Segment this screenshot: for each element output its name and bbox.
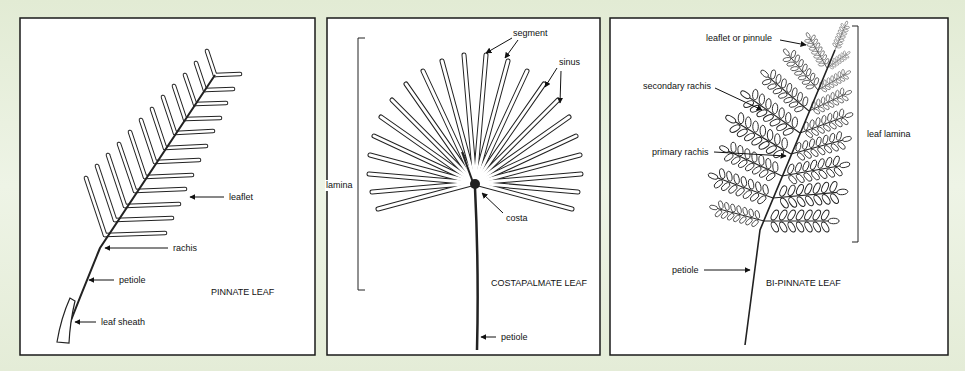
costapalmate-leaf-drawing xyxy=(369,55,581,209)
leader-arrow xyxy=(89,280,114,281)
bipinnate-leaf-drawing xyxy=(815,66,854,95)
pinnate-leaf-drawing xyxy=(57,298,75,343)
leader-arrow xyxy=(486,38,512,53)
bipinnate-leaf-drawing xyxy=(755,63,816,119)
bipinnate-leaf-drawing xyxy=(772,179,849,210)
leader-arrow xyxy=(505,40,518,58)
part-label: costa xyxy=(505,213,529,224)
bipinnate-leaf-drawing xyxy=(824,48,852,72)
leader-arrow xyxy=(545,68,557,87)
part-label: leaflet or pinnule xyxy=(705,33,773,44)
part-label: segment xyxy=(512,28,549,39)
costapalmate-leaf-drawing xyxy=(358,38,365,290)
leader-arrow xyxy=(714,152,786,156)
part-label: leaflet xyxy=(228,192,254,203)
part-label: petiole xyxy=(500,332,529,343)
leader-arrow xyxy=(75,322,96,323)
leader-arrow xyxy=(715,88,762,110)
leader-arrow xyxy=(75,38,806,337)
bipinnate-leaf-drawing xyxy=(797,105,856,141)
leader-arrow xyxy=(780,40,806,45)
costapalmate-leaf-drawing xyxy=(475,188,478,350)
leader-arrow xyxy=(105,248,168,249)
part-label: leaf lamina xyxy=(866,129,912,140)
pinnate-leaf-drawing xyxy=(57,51,240,343)
part-label: petiole xyxy=(118,275,147,286)
bipinnate-leaf-drawing xyxy=(852,26,858,242)
leader-arrow xyxy=(482,193,503,213)
leader-arrow xyxy=(704,270,750,271)
part-label: COSTAPALMATE LEAF xyxy=(490,278,588,289)
panel-frame xyxy=(327,18,600,355)
part-label: rachis xyxy=(172,243,198,254)
costapalmate-leaf-drawing xyxy=(470,179,480,189)
bipinnate-leaf-drawing xyxy=(780,153,852,187)
part-label: secondary rachis xyxy=(642,81,712,92)
bipinnate-leaf-drawing xyxy=(788,128,854,164)
costapalmate-leaf-drawing xyxy=(358,38,581,350)
part-label: petiole xyxy=(671,265,700,276)
leader-arrow xyxy=(560,71,561,103)
panel-frame xyxy=(20,18,948,355)
part-label: sinus xyxy=(558,57,581,68)
part-label: PINNATE LEAF xyxy=(210,287,275,298)
pinnate-leaf-drawing xyxy=(64,75,215,338)
bipinnate-leaf-drawing xyxy=(745,50,835,345)
bipinnate-leaf-drawing xyxy=(704,19,858,345)
part-label: BI-PINNATE LEAF xyxy=(765,278,842,289)
costapalmate-leaf-drawing xyxy=(369,55,581,209)
bipinnate-leaf-drawing xyxy=(764,209,839,233)
part-label: leaf sheath xyxy=(100,317,146,328)
bipinnate-leaf-drawing xyxy=(830,19,852,52)
part-label: lamina xyxy=(325,180,354,191)
pinnate-leaf-drawing xyxy=(86,51,240,235)
leader-arrow xyxy=(190,197,224,198)
leader-arrow xyxy=(481,337,496,338)
panel-frame xyxy=(610,18,948,355)
panel-frame xyxy=(20,18,315,355)
pinnate-leaf-drawing xyxy=(86,51,240,235)
costapalmate-leaf-drawing xyxy=(369,55,581,209)
part-label: primary rachis xyxy=(651,147,710,158)
